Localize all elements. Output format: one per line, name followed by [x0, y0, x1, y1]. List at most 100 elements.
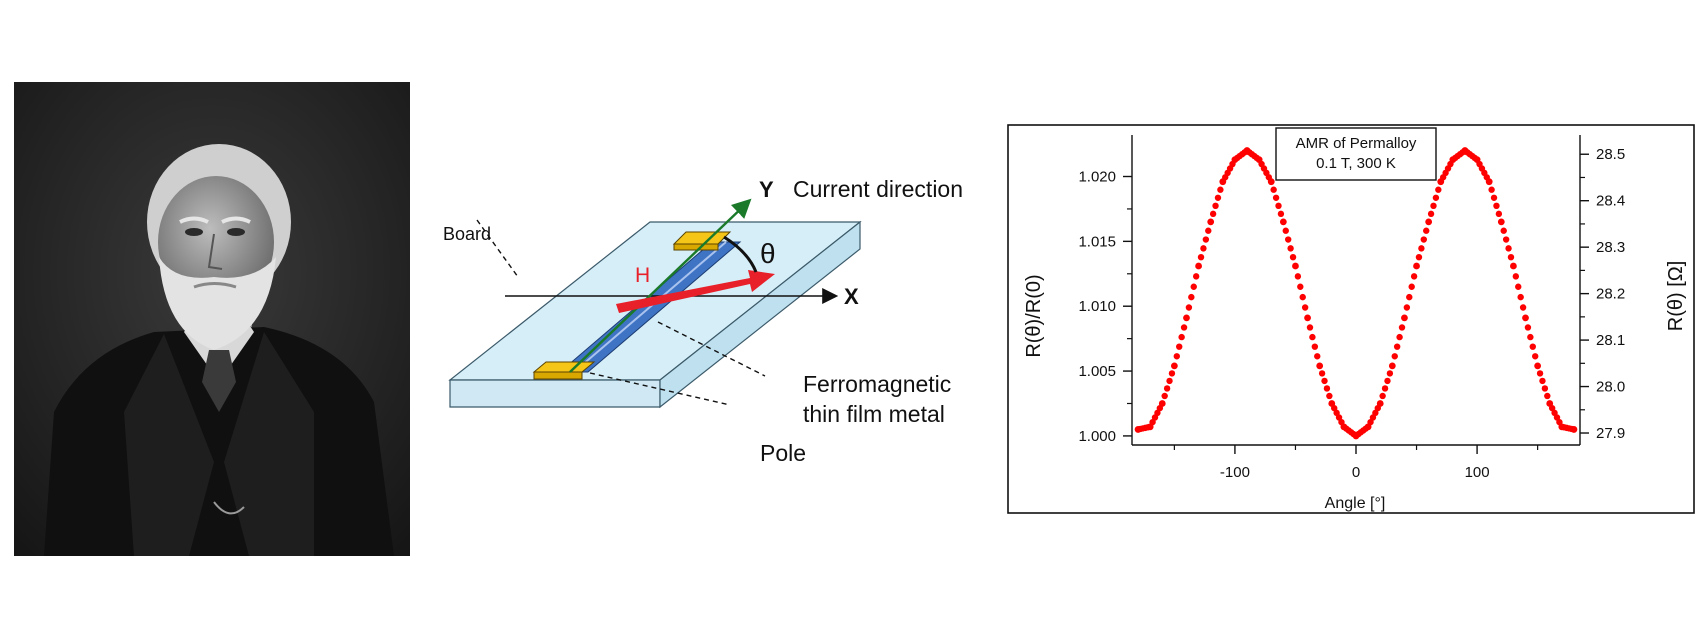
data-point-interpolated: [1556, 418, 1563, 426]
data-point: [1510, 262, 1517, 270]
data-point-interpolated: [1301, 304, 1309, 311]
data-point-interpolated: [1282, 227, 1289, 234]
data-point-interpolated: [1423, 227, 1430, 234]
data-point-interpolated: [1430, 202, 1437, 210]
data-point-interpolated: [1427, 210, 1435, 218]
data-point-interpolated: [1202, 236, 1210, 243]
data-point-interpolated: [1505, 245, 1512, 252]
ferromagnetic-label-line2: thin film metal: [803, 401, 945, 427]
data-point: [1170, 362, 1178, 370]
data-point-interpolated: [1418, 245, 1425, 252]
data-point-interpolated: [1161, 392, 1168, 400]
data-point-interpolated: [1374, 404, 1381, 412]
data-point-interpolated: [1294, 273, 1302, 280]
data-point: [1497, 218, 1505, 226]
data-point-interpolated: [1415, 253, 1423, 261]
data-point-interpolated: [1306, 324, 1314, 331]
current-direction-label: Current direction: [793, 176, 963, 202]
data-point-interpolated: [1406, 293, 1413, 301]
y-left-tick-label: 1.000: [1078, 428, 1116, 445]
data-point: [1316, 362, 1324, 370]
data-point-interpolated: [1241, 149, 1248, 156]
data-point-interpolated: [1323, 385, 1331, 392]
legend-box: [1275, 127, 1437, 181]
data-point-interpolated: [1379, 392, 1386, 400]
y-right-tick-label: 28.1: [1596, 332, 1625, 349]
data-point-interpolated: [1163, 385, 1171, 392]
data-point-interpolated: [1168, 370, 1176, 377]
data-point: [1304, 314, 1311, 322]
y-right-tick-label: 27.9: [1596, 425, 1625, 442]
data-point-interpolated: [1396, 333, 1403, 341]
data-point-interpolated: [1490, 194, 1498, 201]
x-tick-label: -100: [1220, 464, 1250, 481]
y-axis-right-title: R(θ) [Ω]: [1665, 261, 1687, 332]
y-right-tick-label: 28.0: [1596, 379, 1625, 396]
data-point-interpolated: [1173, 353, 1180, 360]
data-point-interpolated: [1403, 304, 1411, 311]
data-point-interpolated: [1544, 392, 1551, 400]
y-left-tick-label: 1.005: [1078, 363, 1116, 380]
data-point-interpolated: [1197, 253, 1205, 261]
data-point-interpolated: [1188, 293, 1195, 301]
data-point-interpolated: [1488, 186, 1495, 193]
h-label: H: [635, 264, 650, 287]
data-point-interpolated: [1539, 377, 1546, 385]
theta-arc: [723, 235, 758, 273]
data-point-interpolated: [1144, 424, 1151, 431]
data-point-interpolated: [1205, 227, 1212, 234]
data-point-interpolated: [1178, 333, 1185, 341]
data-point-interpolated: [1156, 404, 1164, 412]
data-point-interpolated: [1529, 343, 1536, 350]
data-point: [1425, 218, 1433, 226]
data-point-interpolated: [1517, 293, 1524, 301]
data-point-interpolated: [1190, 283, 1197, 290]
data-point-interpolated: [1275, 202, 1282, 210]
x-tick-label: 100: [1465, 464, 1490, 481]
data-point-interpolated: [1289, 253, 1297, 261]
data-point-interpolated: [1350, 430, 1357, 438]
data-point-interpolated: [1502, 236, 1510, 243]
y-left-tick-label: 1.015: [1078, 233, 1116, 250]
data-point-interpolated: [1459, 149, 1466, 156]
data-point-interpolated: [1287, 245, 1294, 252]
y-right-tick-label: 28.5: [1596, 146, 1625, 163]
ferromagnetic-label-line1: Ferromagnetic: [803, 371, 951, 397]
legend-subtitle: 0.1 T, 300 K: [1316, 155, 1396, 172]
data-point-interpolated: [1214, 194, 1222, 201]
data-point-interpolated: [1284, 236, 1292, 243]
data-point-interpolated: [1176, 343, 1183, 350]
pole-pad-bottom-front: [533, 371, 583, 380]
portrait-photo: [14, 82, 410, 556]
data-point-interpolated: [1253, 154, 1260, 162]
data-point-interpolated: [1321, 377, 1328, 385]
data-point-interpolated: [1471, 154, 1478, 162]
data-point: [1195, 262, 1202, 270]
data-point-interpolated: [1524, 324, 1532, 331]
data-point-interpolated: [1229, 160, 1236, 168]
legend-title: AMR of Permalloy: [1296, 135, 1417, 152]
data-point-interpolated: [1447, 160, 1454, 168]
x-axis-label: X: [844, 284, 859, 309]
data-point-interpolated: [1515, 283, 1522, 290]
data-point-interpolated: [1393, 343, 1401, 350]
theta-label: θ: [760, 238, 776, 269]
pole-label: Pole: [760, 440, 806, 466]
data-point-interpolated: [1217, 186, 1224, 193]
data-point-interpolated: [1381, 385, 1389, 392]
y-right-tick-label: 28.3: [1596, 239, 1625, 256]
data-point-interpolated: [1297, 283, 1304, 290]
data-point: [1401, 314, 1408, 322]
data-point-interpolated: [1362, 425, 1369, 432]
data-point-interpolated: [1398, 324, 1406, 331]
data-point: [1279, 218, 1287, 226]
data-point-interpolated: [1527, 333, 1534, 341]
y-right-tick-label: 28.2: [1596, 286, 1625, 303]
data-point-interpolated: [1512, 273, 1520, 280]
data-point-interpolated: [1180, 324, 1188, 331]
data-point-interpolated: [1483, 174, 1490, 181]
data-point-interpolated: [1192, 273, 1200, 280]
data-point: [1522, 314, 1529, 322]
y-left-tick-label: 1.020: [1078, 169, 1116, 186]
